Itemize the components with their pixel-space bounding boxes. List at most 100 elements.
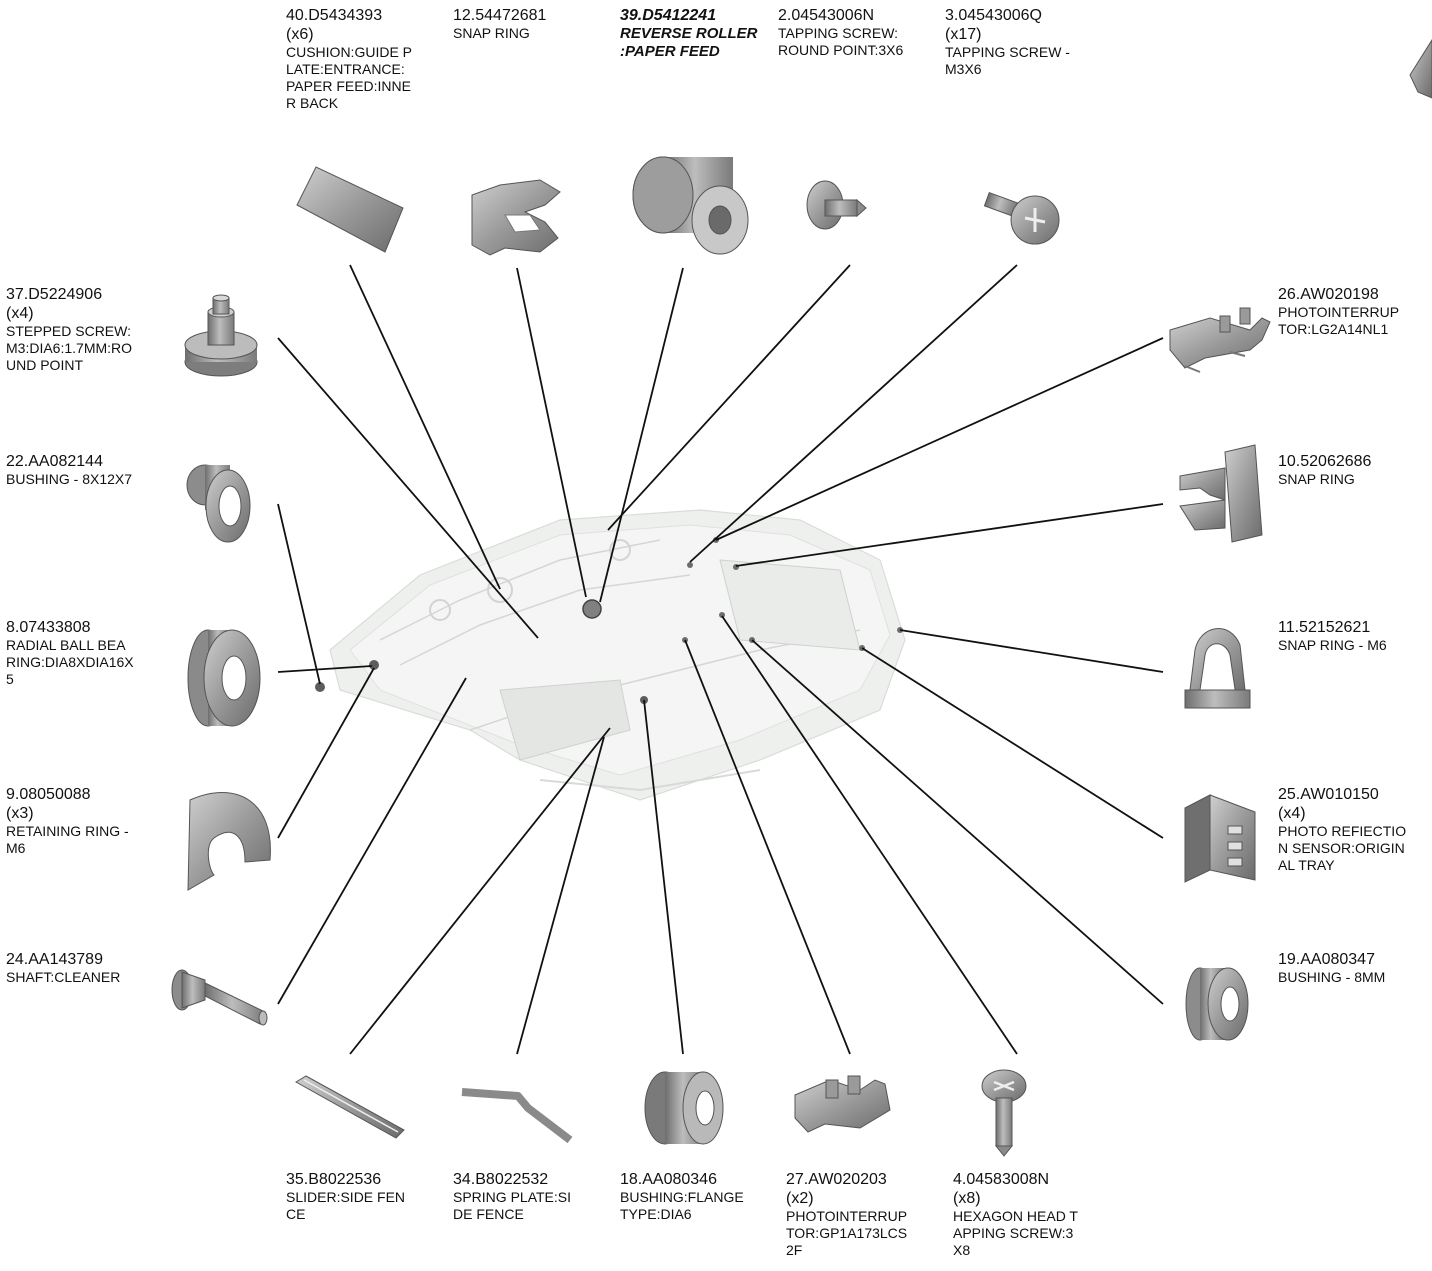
part-quantity: (x6) — [286, 26, 314, 43]
label-part-35: 35.B8022536 SLIDER:SIDE FEN CE — [286, 1170, 405, 1223]
part-number: 25.AW010150 — [1278, 786, 1379, 803]
part-number: 26.AW020198 — [1278, 286, 1379, 303]
part-description: BUSHING - 8X12X7 — [6, 471, 133, 487]
label-part-8: 8.07433808 RADIAL BALL BEA RING:DIA8XDIA… — [6, 618, 134, 688]
part-number: 8.07433808 — [6, 619, 91, 636]
part-number: 35.B8022536 — [286, 1171, 382, 1188]
leader-line-27 — [684, 639, 851, 1055]
leader-line-25 — [861, 647, 1164, 839]
part-number: 10.52062686 — [1278, 453, 1372, 470]
part-description: SNAP RING — [453, 25, 530, 41]
label-part-25: 25.AW010150 (x4) PHOTO REFIECTIO N SENSO… — [1278, 785, 1406, 874]
part-number: 37.D5224906 — [6, 286, 103, 303]
part-number: 4.04583008N — [953, 1171, 1050, 1188]
leader-line-2 — [607, 264, 851, 531]
partial-part-icon — [1409, 39, 1432, 99]
part-number: 3.04543006Q — [945, 7, 1042, 24]
part-description: PHOTOINTERRUP TOR:GP1A173LCS 2F — [786, 1208, 908, 1258]
part-quantity: (x17) — [945, 26, 982, 43]
label-part-34: 34.B8022532 SPRING PLATE:SI DE FENCE — [453, 1170, 571, 1223]
label-part-37: 37.D5224906 (x4) STEPPED SCREW: M3:DIA6:… — [6, 285, 132, 374]
main-assembly — [315, 509, 906, 801]
part-number: 24.AA143789 — [6, 951, 103, 968]
label-part-22: 22.AA082144 BUSHING - 8X12X7 — [6, 452, 132, 488]
part-quantity: (x4) — [6, 305, 34, 322]
part-number: 39.D5412241 — [620, 7, 717, 24]
part-description: CUSHION:GUIDE P LATE:ENTRANCE: PAPER FEE… — [286, 44, 413, 111]
part-images — [171, 39, 1432, 1157]
label-part-2: 2.04543006N TAPPING SCREW: ROUND POINT:3… — [778, 6, 903, 59]
part-description: RETAINING RING - M6 — [6, 823, 129, 856]
part-number: 19.AA080347 — [1278, 951, 1375, 968]
leader-line-9 — [277, 667, 375, 839]
retaining-ring-icon — [187, 792, 271, 891]
snap-ring-icon — [471, 179, 561, 256]
part-number: 34.B8022532 — [453, 1171, 549, 1188]
part-description: STEPPED SCREW: M3:DIA6:1.7MM:RO UND POIN… — [6, 323, 133, 373]
leader-line-3 — [689, 264, 1018, 563]
label-part-26: 26.AW020198 PHOTOINTERRUP TOR:LG2A14NL1 — [1278, 285, 1399, 338]
photo-sensor-icon — [1184, 794, 1256, 883]
part-description: PHOTOINTERRUP TOR:LG2A14NL1 — [1278, 304, 1400, 337]
flange-bushing-icon — [644, 1071, 724, 1145]
part-quantity: (x4) — [1278, 805, 1306, 822]
leader-line-40 — [349, 264, 501, 590]
part-description: REVERSE ROLLER :PAPER FEED — [620, 25, 758, 60]
part-quantity: (x8) — [953, 1190, 981, 1207]
label-part-40: 40.D5434393 (x6) CUSHION:GUIDE P LATE:EN… — [286, 6, 412, 112]
stepped-screw-icon — [184, 294, 258, 377]
leader-line-4 — [721, 615, 1018, 1055]
label-part-18: 18.AA080346 BUSHING:FLANGE TYPE:DIA6 — [620, 1170, 744, 1223]
snap-ring-icon — [1179, 444, 1263, 543]
leader-line-34 — [516, 736, 605, 1055]
bushing-icon — [186, 464, 251, 543]
leader-line-18 — [643, 699, 684, 1055]
part-description: TAPPING SCREW - M3X6 — [945, 44, 1070, 77]
part-description: SHAFT:CLEANER — [6, 969, 121, 985]
part-description: HEXAGON HEAD T APPING SCREW:3 X8 — [953, 1208, 1078, 1258]
leader-line-35 — [349, 727, 611, 1055]
part-quantity: (x3) — [6, 805, 34, 822]
part-number: 22.AA082144 — [6, 453, 103, 470]
leader-line-39 — [599, 267, 684, 603]
part-number: 11.52152621 — [1278, 619, 1371, 636]
part-description: RADIAL BALL BEA RING:DIA8XDIA16X 5 — [6, 637, 134, 687]
label-part-12: 12.54472681 SNAP RING — [453, 6, 546, 42]
leader-line-12 — [516, 267, 587, 598]
leader-line-37 — [277, 337, 539, 639]
leader-line-10 — [735, 503, 1164, 567]
hex-screw-icon — [981, 1069, 1027, 1157]
label-part-24: 24.AA143789 SHAFT:CLEANER — [6, 950, 120, 986]
part-description: BUSHING - 8MM — [1278, 969, 1386, 985]
part-description: SPRING PLATE:SI DE FENCE — [453, 1189, 571, 1222]
label-part-27: 27.AW020203 (x2) PHOTOINTERRUP TOR:GP1A1… — [786, 1170, 907, 1259]
label-part-4: 4.04583008N (x8) HEXAGON HEAD T APPING S… — [953, 1170, 1078, 1259]
part-description: BUSHING:FLANGE TYPE:DIA6 — [620, 1189, 744, 1222]
part-number: 2.04543006N — [778, 7, 875, 24]
snap-ring-clip-icon — [1184, 628, 1251, 709]
leader-lines — [277, 264, 1164, 1055]
phillips-screw-icon — [983, 191, 1060, 245]
leader-line-19 — [751, 639, 1164, 1005]
part-description: SNAP RING - M6 — [1278, 637, 1387, 653]
part-description: PHOTO REFIECTIO N SENSOR:ORIGIN AL TRAY — [1278, 823, 1407, 873]
label-part-10: 10.52062686 SNAP RING — [1278, 452, 1371, 488]
part-number: 18.AA080346 — [620, 1171, 717, 1188]
photointerrupter-icon — [1169, 307, 1271, 373]
roller-icon — [632, 156, 749, 255]
leader-line-26 — [715, 337, 1164, 541]
label-part-19: 19.AA080347 BUSHING - 8MM — [1278, 950, 1385, 986]
slider-icon — [295, 1075, 405, 1139]
cushion-pad-icon — [296, 166, 404, 253]
tapping-screw-icon — [806, 180, 867, 230]
part-quantity: (x2) — [786, 1190, 814, 1207]
label-part-39: 39.D5412241 REVERSE ROLLER :PAPER FEED — [620, 6, 758, 61]
leader-line-11 — [899, 629, 1164, 673]
shaft-icon — [171, 969, 268, 1026]
part-description: SNAP RING — [1278, 471, 1355, 487]
part-number: 9.08050088 — [6, 786, 91, 803]
part-number: 27.AW020203 — [786, 1171, 887, 1188]
label-part-11: 11.52152621 SNAP RING - M6 — [1278, 618, 1387, 654]
leader-line-22 — [277, 503, 321, 685]
